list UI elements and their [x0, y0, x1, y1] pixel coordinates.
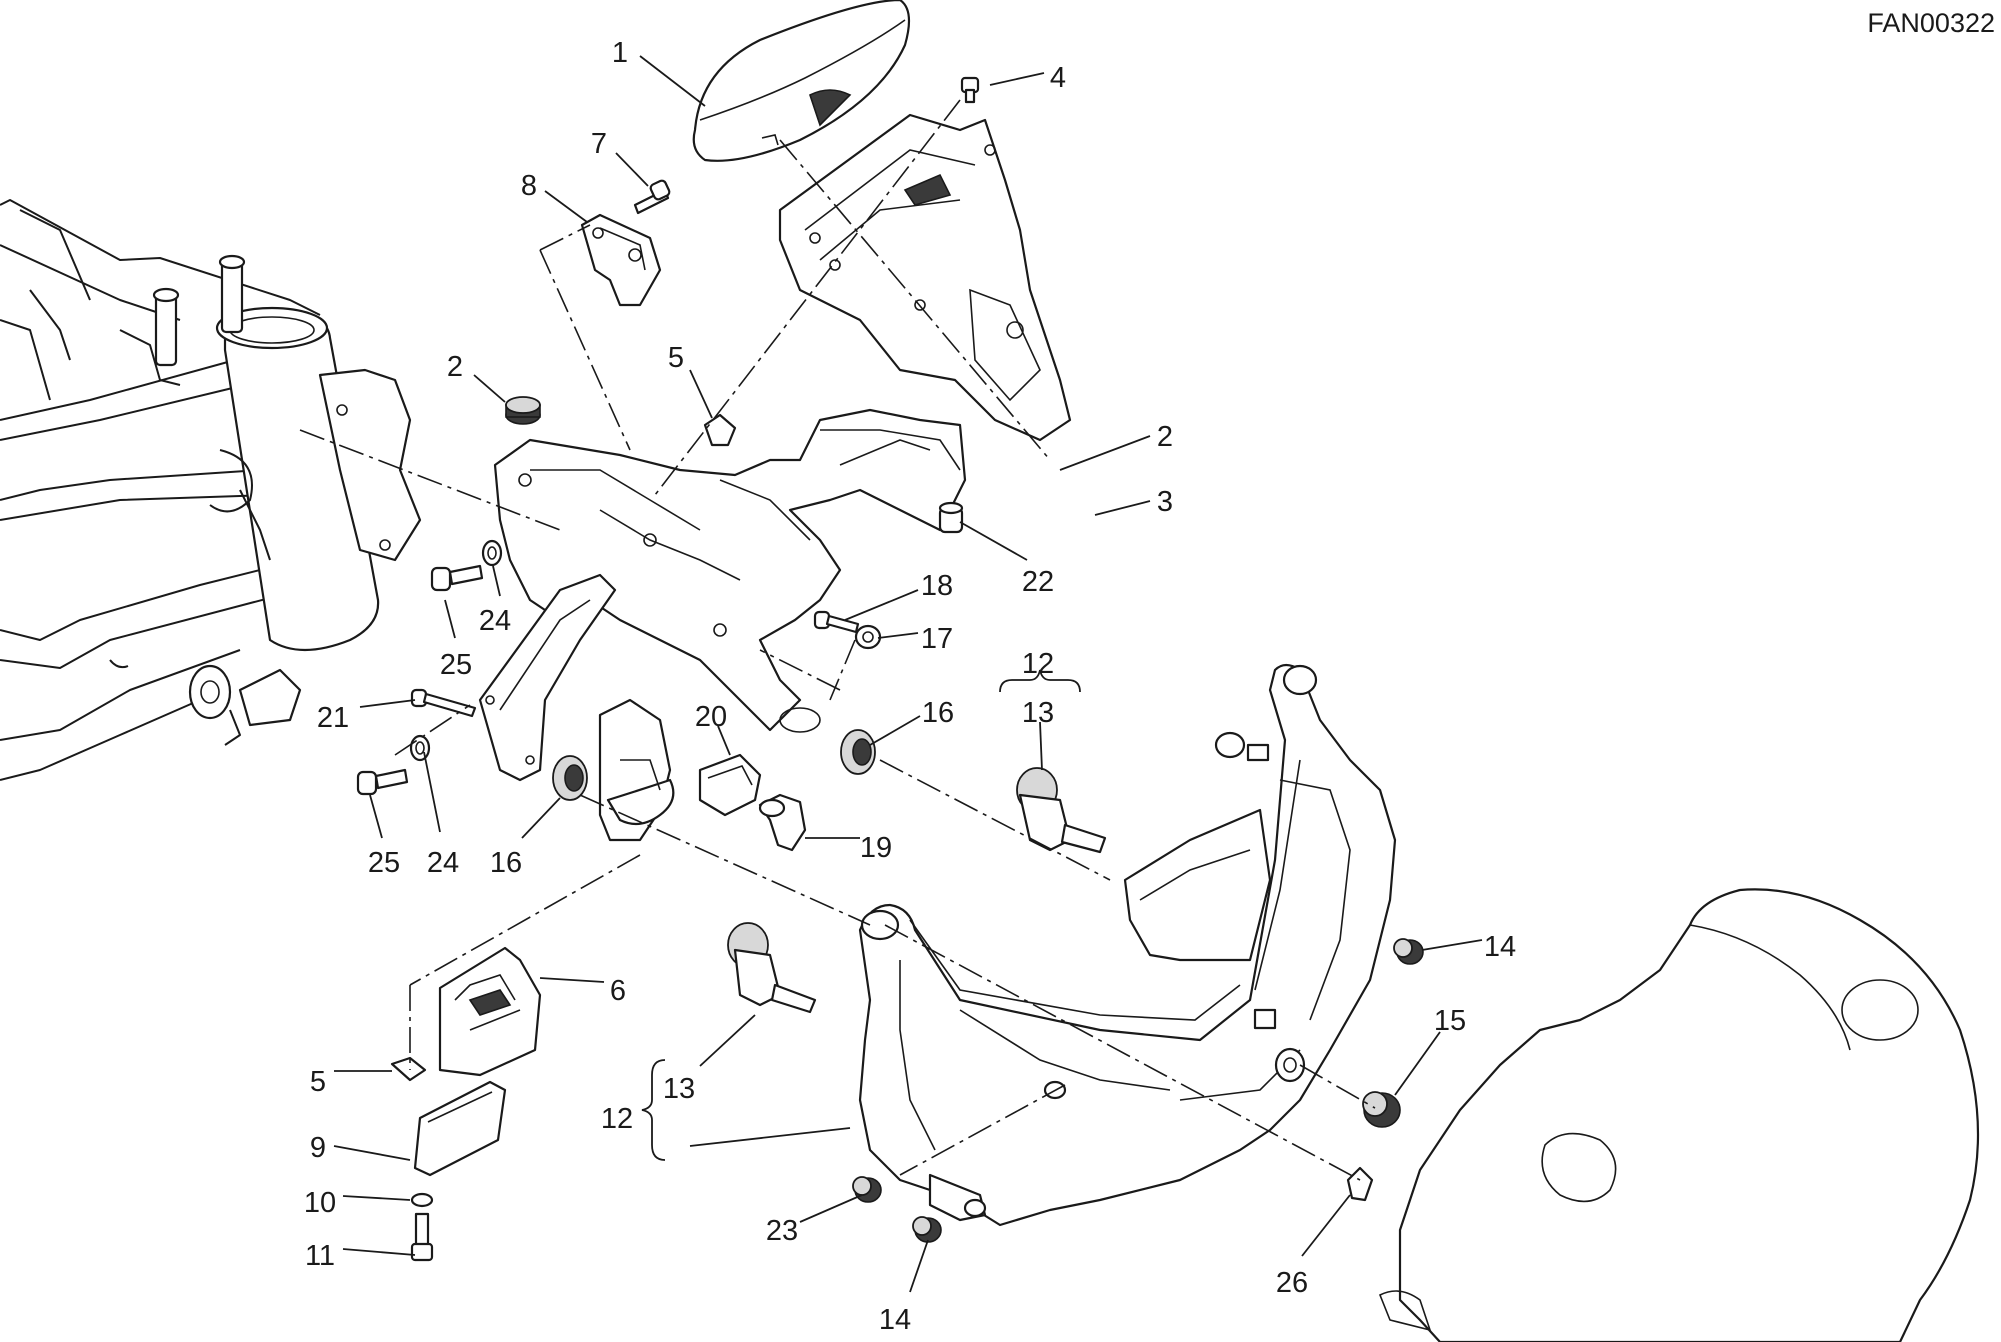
relay-assembly [390, 946, 542, 1262]
callout-c14b: 14 [879, 1304, 911, 1336]
leader-c16b [869, 715, 921, 746]
callout-c7: 7 [591, 128, 607, 160]
leader-c20 [717, 725, 731, 756]
callout-c12a: 12 [1022, 648, 1054, 680]
group-braces [641, 669, 1081, 1161]
leader-c2b [1059, 435, 1151, 471]
callout-c12b: 12 [601, 1103, 633, 1135]
callout-c13a: 13 [1022, 697, 1054, 729]
fasteners-right [813, 610, 882, 650]
leader-c14a [1421, 939, 1483, 951]
leader-c13b [699, 1014, 756, 1067]
callout-c3: 3 [1157, 486, 1173, 518]
callout-c5b: 5 [310, 1066, 326, 1098]
callout-c11: 11 [305, 1240, 335, 1272]
callout-c5a: 5 [668, 342, 684, 374]
leader-c25b [369, 794, 383, 839]
leader-c11 [342, 1248, 416, 1256]
callout-c9: 9 [310, 1132, 326, 1164]
small-grommets [852, 938, 1424, 1243]
callout-c8: 8 [521, 170, 537, 202]
headlight-bulbs [727, 767, 1107, 1014]
callout-c25a: 25 [440, 649, 472, 681]
leader-c24b [423, 751, 441, 833]
leader-c5a [689, 369, 713, 419]
wiring-connector [698, 753, 807, 852]
callout-c1: 1 [612, 37, 628, 69]
callout-c25b: 25 [368, 847, 400, 879]
instrument-cover [692, 0, 911, 162]
callout-c24a: 24 [479, 605, 511, 637]
callout-c2b: 2 [1157, 421, 1173, 453]
callout-c26: 26 [1276, 1267, 1308, 1299]
callout-c6: 6 [610, 975, 626, 1007]
front-fairing [1378, 888, 1980, 1342]
leader-c4 [989, 72, 1045, 86]
leader-c12b [689, 1127, 851, 1147]
leader-c21 [359, 699, 416, 708]
callout-c23: 23 [766, 1215, 798, 1247]
callout-c2a: 2 [447, 351, 463, 383]
callout-c14a: 14 [1484, 931, 1516, 963]
leader-c9 [333, 1145, 411, 1161]
callout-c4: 4 [1050, 62, 1066, 94]
leader-c10 [342, 1195, 411, 1201]
callout-c16b: 16 [922, 697, 954, 729]
callout-c24b: 24 [427, 847, 459, 879]
leader-c7 [615, 152, 649, 187]
leader-c24a [492, 565, 501, 597]
callout-c22: 22 [1022, 566, 1054, 598]
leader-c23 [799, 1194, 863, 1223]
callout-c21: 21 [317, 702, 349, 734]
leader-c18 [844, 589, 919, 621]
callout-c15: 15 [1434, 1005, 1466, 1037]
leader-c1 [639, 55, 706, 107]
clamp-bracket [580, 179, 671, 307]
leader-c16a [521, 797, 561, 839]
headlight-housing [858, 663, 1397, 1227]
leader-c8 [544, 190, 588, 223]
leader-c15 [1394, 1031, 1441, 1096]
instrument-bracket [778, 76, 1072, 442]
callout-c16a: 16 [490, 847, 522, 879]
callout-leaders [333, 55, 1483, 1293]
leader-c22 [959, 521, 1028, 561]
callout-c10: 10 [304, 1187, 336, 1219]
fasteners-left [356, 539, 503, 796]
callout-c19: 19 [860, 832, 892, 864]
leader-c25a [444, 599, 456, 639]
motorcycle-frame [0, 199, 422, 781]
callout-c13b: 13 [663, 1073, 695, 1105]
callout-c17: 17 [921, 623, 953, 655]
leader-c6 [539, 977, 605, 983]
leader-c17 [877, 632, 919, 639]
leader-c3 [1094, 500, 1151, 516]
leader-c13a [1039, 721, 1043, 771]
drawing-code: FAN00322 [1867, 8, 1995, 38]
leader-c26 [1301, 1194, 1351, 1257]
vibration-dampers [552, 729, 876, 801]
leader-c2a [473, 374, 506, 403]
callout-labels: 1223455678910111213121314141516161718192… [304, 37, 1516, 1336]
callout-c18: 18 [921, 570, 953, 602]
headlight-support-bracket [478, 396, 967, 842]
assembly-guide-lines [299, 99, 1376, 1181]
leader-c14b [909, 1239, 929, 1293]
callout-c20: 20 [695, 701, 727, 733]
